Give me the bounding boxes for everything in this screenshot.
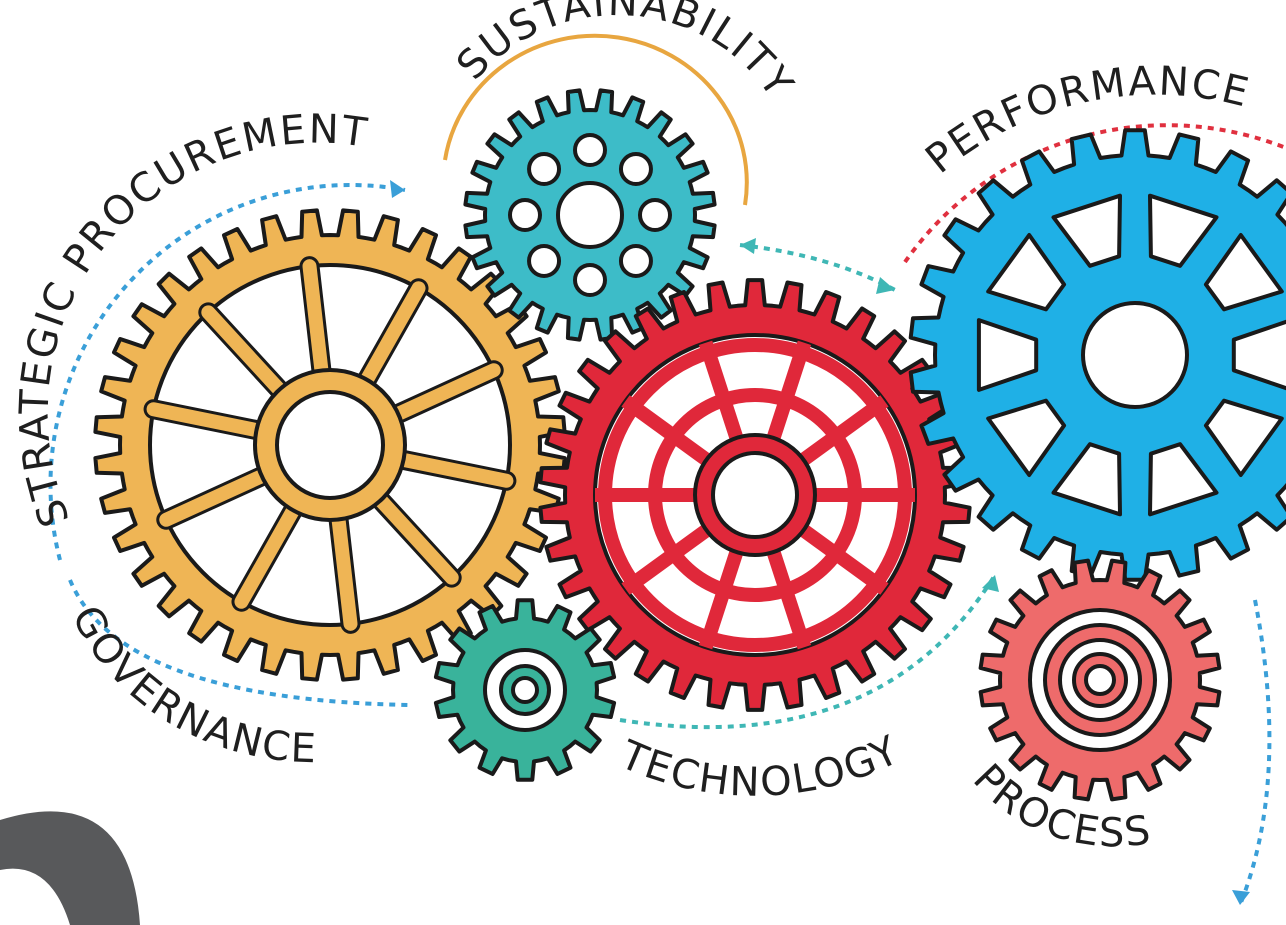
blue-window [1231, 319, 1286, 391]
arrow-strategic [48, 183, 406, 561]
orange-spoke [396, 452, 514, 488]
red-spoke [765, 340, 812, 445]
blue-window [976, 318, 1039, 392]
blue-center-hole [1081, 301, 1189, 409]
orange-spoke [146, 402, 264, 438]
label-technology: TECHNOLOGY [613, 727, 907, 806]
red-spoke [698, 545, 745, 650]
red-spoke [795, 521, 889, 595]
red-spoke [621, 521, 715, 595]
arrowhead-technology [982, 575, 999, 592]
arrowhead-sustain [740, 238, 756, 254]
orange-spoke [234, 503, 301, 609]
red-spoke [795, 395, 889, 469]
arrowhead-strategic [390, 180, 405, 198]
arrowhead-red-gear [876, 277, 895, 294]
teal-hole [618, 243, 653, 278]
arrow-governance [68, 579, 411, 707]
orange-spoke [373, 493, 459, 585]
teal-hole [618, 152, 653, 187]
teal-hole [573, 133, 607, 167]
teal-hole [527, 152, 562, 187]
red-spoke [698, 340, 745, 445]
red-hub-hole [711, 451, 799, 539]
blue-window [1051, 442, 1122, 517]
teal-hole [527, 243, 562, 278]
teal-center-hole [556, 181, 624, 249]
teal-hole [508, 198, 542, 232]
blue-window [1203, 233, 1284, 312]
orange-spoke [391, 363, 501, 421]
blue-window [986, 398, 1067, 477]
teal-hole [638, 198, 672, 232]
salmon-hole [1084, 664, 1116, 696]
blue-window [1148, 442, 1219, 517]
red-spoke [621, 395, 715, 469]
label-sustainability: SUSTAINABILITY [448, 0, 802, 107]
orange-hole [275, 390, 385, 500]
arrow-process [1238, 599, 1272, 906]
orange-spoke [302, 259, 329, 378]
arrow-performance [903, 123, 1286, 264]
gear-layer [93, 88, 1286, 802]
blue-window [1203, 398, 1284, 477]
blue-window [1148, 193, 1219, 268]
blue-window [1051, 193, 1122, 268]
blue-window [986, 233, 1067, 312]
arc-sustainability [443, 33, 749, 206]
orange-spoke [359, 281, 426, 387]
orange-spoke [331, 512, 358, 631]
orange-spoke [159, 469, 269, 527]
arrowhead-process [1232, 890, 1250, 905]
green-hole [511, 676, 539, 704]
red-spoke [765, 545, 812, 650]
teal-hole [573, 263, 607, 297]
dark-corner-shape [0, 811, 140, 925]
orange-spoke [201, 305, 287, 397]
